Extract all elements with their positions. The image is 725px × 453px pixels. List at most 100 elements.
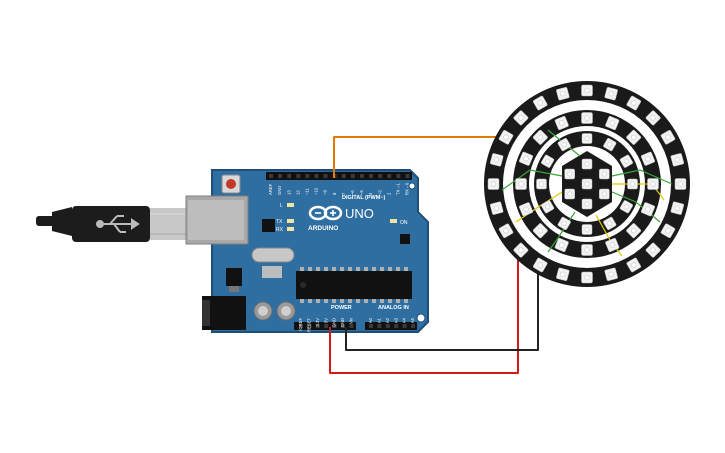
inner-ring-pixel[interactable] [603,216,617,231]
header-pin[interactable] [405,174,410,178]
middle-ring-pixel[interactable] [581,112,593,124]
header-pin[interactable] [315,324,320,328]
header-pin[interactable] [402,324,407,328]
header-pin[interactable] [332,324,337,328]
middle-ring-pixel[interactable] [554,237,569,252]
header-pin[interactable] [324,324,329,328]
header-pin[interactable] [350,174,355,178]
outer-ring-pixel[interactable] [626,257,641,273]
inner-ring-pixel[interactable] [557,216,571,231]
digital-header[interactable] [266,172,412,180]
pin-label: ~5 [359,190,364,195]
chip-leg [332,267,336,271]
inner-ring-pixel[interactable] [581,133,593,144]
header-pin[interactable] [314,174,319,178]
inner-ring-pixel[interactable] [619,154,634,168]
outer-ring-pixel[interactable] [674,178,687,190]
center-jewel-pixel[interactable] [581,198,593,210]
outer-ring-pixel[interactable] [490,153,504,167]
header-pin[interactable] [394,324,399,328]
label-tx: TX [276,219,283,225]
header-pin[interactable] [341,324,345,328]
usb-cable[interactable] [36,206,188,242]
inner-ring-pixel[interactable] [536,178,547,190]
middle-ring-pixel[interactable] [581,244,593,256]
middle-ring-pixel[interactable] [605,237,620,252]
outer-ring-pixel[interactable] [645,110,661,126]
outer-ring-pixel[interactable] [556,87,570,101]
header-pin[interactable] [269,174,273,178]
header-pin[interactable] [278,174,283,178]
center-jewel-pixel[interactable] [581,178,593,190]
header-pin[interactable] [307,324,312,328]
header-pin[interactable] [296,174,301,178]
middle-ring-pixel[interactable] [554,116,569,131]
mounting-hole [416,313,426,323]
middle-ring-pixel[interactable] [515,178,527,190]
outer-ring-pixel[interactable] [645,242,661,258]
outer-ring-pixel[interactable] [513,110,529,126]
outer-ring-pixel[interactable] [513,242,529,258]
header-pin[interactable] [349,324,354,328]
outer-ring-pixel[interactable] [604,267,618,281]
middle-ring-pixel[interactable] [640,151,655,166]
inner-ring-pixel[interactable] [557,138,571,152]
center-jewel-pixel[interactable] [599,168,610,180]
center-jewel-pixel[interactable] [564,168,575,180]
outer-ring-pixel[interactable] [660,223,676,238]
middle-ring-pixel[interactable] [640,202,655,217]
header-pin[interactable] [369,324,373,328]
header-pin[interactable] [323,174,328,178]
inner-ring-pixel[interactable] [627,178,638,190]
header-pin[interactable] [369,174,374,178]
outer-ring-pixel[interactable] [556,267,570,281]
inner-ring-pixel[interactable] [581,224,593,235]
header-pin[interactable] [396,174,401,178]
center-jewel-pixel[interactable] [599,188,610,200]
outer-ring-pixel[interactable] [626,95,641,111]
outer-ring-pixel[interactable] [533,257,548,273]
header-pin[interactable] [411,324,415,328]
header-pin[interactable] [360,174,364,178]
outer-ring-pixel[interactable] [533,95,548,111]
pin-label: GND [277,186,282,195]
header-pin[interactable] [341,174,346,178]
inner-ring-pixel[interactable] [619,200,634,214]
analog-header[interactable] [365,322,417,330]
middle-ring-pixel[interactable] [647,178,659,190]
outer-ring-pixel[interactable] [498,130,514,145]
outer-ring-pixel[interactable] [490,201,504,215]
outer-ring-pixel[interactable] [487,178,500,190]
power-wire[interactable] [329,234,519,374]
neopixel-rings[interactable] [484,81,690,287]
ground-wire[interactable] [345,246,539,351]
header-pin[interactable] [377,324,382,328]
outer-ring-pixel[interactable] [581,84,593,97]
header-pin[interactable] [378,174,383,178]
header-pin[interactable] [385,324,390,328]
outer-ring-pixel[interactable] [670,153,684,167]
middle-ring-pixel[interactable] [532,223,549,239]
middle-ring-pixel[interactable] [626,223,642,239]
header-pin[interactable] [387,174,392,178]
middle-ring-pixel[interactable] [605,116,620,131]
inner-ring-pixel[interactable] [603,138,617,152]
center-jewel-pixel[interactable] [564,188,575,200]
chip-leg [332,299,336,303]
middle-ring-pixel[interactable] [519,151,534,166]
outer-ring-pixel[interactable] [581,271,593,284]
center-jewel-pixel[interactable] [581,158,593,170]
middle-ring-pixel[interactable] [532,129,549,146]
header-pin[interactable] [287,174,292,178]
inner-ring-pixel[interactable] [541,154,555,168]
outer-ring-pixel[interactable] [670,201,684,215]
middle-ring-pixel[interactable] [519,202,534,217]
outer-ring-pixel[interactable] [498,223,514,238]
middle-ring-pixel[interactable] [626,129,642,146]
outer-ring-pixel[interactable] [604,87,618,101]
outer-ring-pixel[interactable] [660,130,676,145]
inner-ring-pixel[interactable] [541,200,555,214]
header-pin[interactable] [299,324,303,328]
header-pin[interactable] [305,174,310,178]
